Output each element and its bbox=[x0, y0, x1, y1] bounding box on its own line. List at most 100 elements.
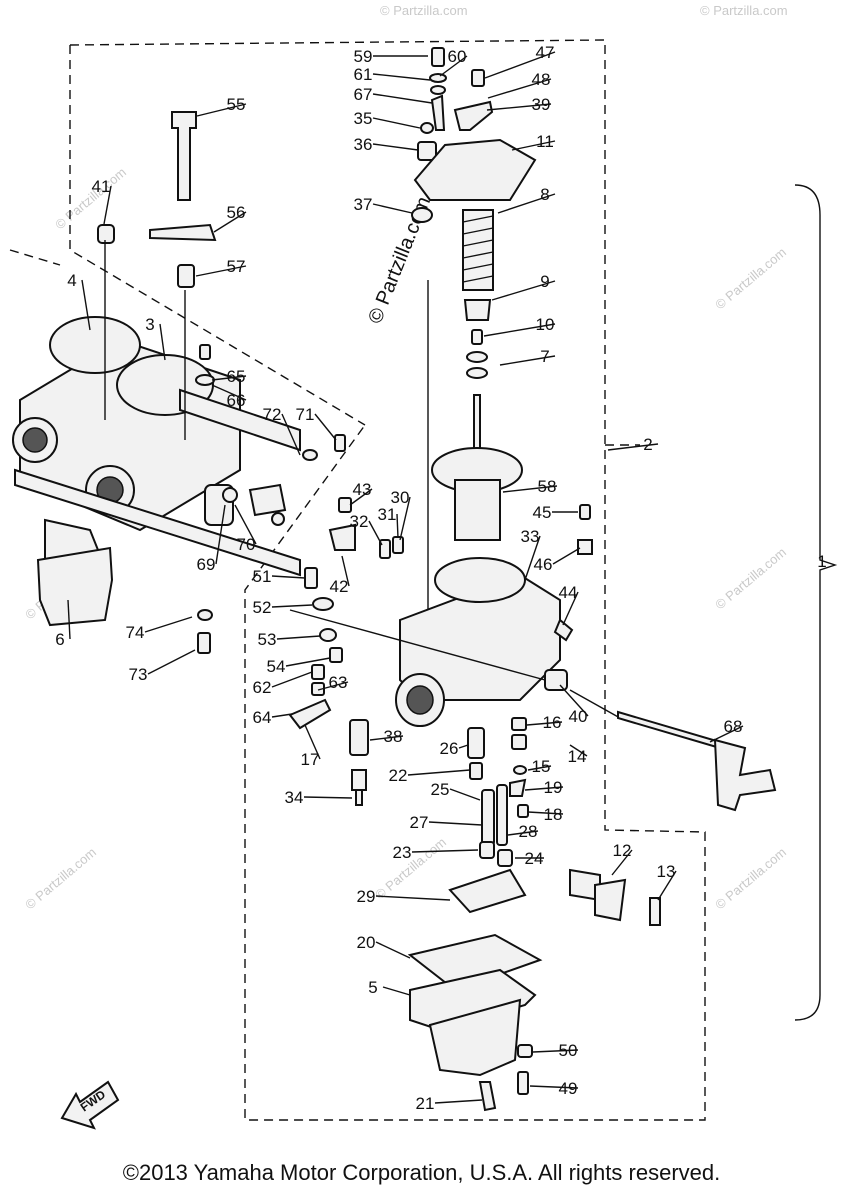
leader-line-31 bbox=[396, 513, 399, 539]
watermark: © Partzilla.com bbox=[712, 244, 789, 312]
leader-line-53 bbox=[276, 635, 321, 640]
callout-28: 28 bbox=[519, 822, 538, 841]
leader-line-17 bbox=[304, 724, 321, 760]
callout-60: 60 bbox=[448, 47, 467, 66]
leader-line-61 bbox=[372, 73, 431, 81]
callout-43: 43 bbox=[353, 480, 372, 499]
callout-2: 2 bbox=[643, 435, 652, 454]
callout-54: 54 bbox=[267, 657, 286, 676]
callout-62: 62 bbox=[253, 678, 272, 697]
callout-20: 20 bbox=[357, 933, 376, 952]
leader-line-57 bbox=[195, 265, 247, 277]
callout-39: 39 bbox=[532, 95, 551, 114]
callout-36: 36 bbox=[354, 135, 373, 154]
callout-26: 26 bbox=[440, 739, 459, 758]
callout-63: 63 bbox=[329, 673, 348, 692]
callout-16: 16 bbox=[543, 713, 562, 732]
callout-74: 74 bbox=[126, 623, 145, 642]
watermark: © Partzilla.com bbox=[712, 544, 789, 612]
float-bowl-parts bbox=[407, 933, 543, 1112]
leader-line-18 bbox=[527, 811, 564, 815]
callout-53: 53 bbox=[258, 630, 277, 649]
callout-1: 1 bbox=[817, 552, 826, 571]
left-column-parts bbox=[97, 111, 217, 440]
leader-line-22 bbox=[407, 769, 471, 776]
leader-line-33 bbox=[524, 535, 541, 581]
callout-67: 67 bbox=[354, 85, 373, 104]
watermark: © Partzilla.com bbox=[712, 844, 789, 912]
callout-73: 73 bbox=[129, 665, 148, 684]
leader-line-56 bbox=[213, 211, 247, 233]
callout-38: 38 bbox=[384, 727, 403, 746]
leader-line-68 bbox=[709, 725, 744, 743]
callout-64: 64 bbox=[253, 708, 272, 727]
callout-35: 35 bbox=[354, 109, 373, 128]
leader-line-20 bbox=[375, 941, 411, 959]
left-lower-parts bbox=[36, 344, 346, 654]
leader-line-54 bbox=[285, 657, 331, 667]
callout-45: 45 bbox=[533, 503, 552, 522]
callout-5: 5 bbox=[368, 978, 377, 997]
leader-line-43 bbox=[349, 488, 373, 506]
leader-line-40 bbox=[559, 684, 589, 717]
callout-37: 37 bbox=[354, 195, 373, 214]
leader-line-25 bbox=[449, 788, 481, 801]
leader-line-38 bbox=[369, 735, 404, 741]
group-outline bbox=[9, 39, 706, 1121]
leader-line-19 bbox=[524, 786, 564, 791]
callout-7: 7 bbox=[540, 347, 549, 366]
callout-4: 4 bbox=[67, 271, 76, 290]
callout-70: 70 bbox=[237, 535, 256, 554]
leader-line-73 bbox=[147, 649, 196, 675]
leader-line-15 bbox=[527, 765, 552, 771]
leader-line-55 bbox=[196, 103, 247, 117]
callout-46: 46 bbox=[534, 555, 553, 574]
jet-parts-left bbox=[288, 567, 546, 806]
callout-61: 61 bbox=[354, 65, 373, 84]
watermark: © Partzilla.com bbox=[52, 164, 129, 232]
callout-18: 18 bbox=[544, 805, 563, 824]
leader-line-71 bbox=[314, 413, 337, 441]
callout-65: 65 bbox=[227, 367, 246, 386]
leader-line-41 bbox=[103, 185, 112, 225]
callout-3: 3 bbox=[145, 315, 154, 334]
callout-29: 29 bbox=[357, 887, 376, 906]
link-shaft bbox=[617, 710, 777, 812]
leader-line-23 bbox=[411, 849, 479, 853]
callout-72: 72 bbox=[263, 405, 282, 424]
callout-32: 32 bbox=[350, 512, 369, 531]
fwd-arrow: FWD bbox=[60, 1080, 120, 1130]
leader-line-64 bbox=[271, 713, 293, 718]
watermark: © Partzilla.com bbox=[700, 3, 788, 18]
leader-line-58 bbox=[502, 485, 558, 493]
callout-69: 69 bbox=[197, 555, 216, 574]
carburetor-body bbox=[328, 497, 593, 727]
leader-line-28 bbox=[507, 830, 539, 836]
callout-27: 27 bbox=[410, 813, 429, 832]
leader-line-62 bbox=[271, 671, 313, 688]
callout-49: 49 bbox=[559, 1079, 578, 1098]
callout-21: 21 bbox=[416, 1094, 435, 1113]
leader-line-34 bbox=[303, 796, 353, 799]
callout-52: 52 bbox=[253, 598, 272, 617]
leader-line-11 bbox=[511, 140, 556, 151]
leader-line-29 bbox=[375, 895, 451, 901]
copyright-notice: ©2013 Yamaha Motor Corporation, U.S.A. A… bbox=[122, 1160, 721, 1185]
leader-line-46 bbox=[552, 547, 581, 565]
leader-line-70 bbox=[234, 504, 257, 545]
leader-line-13 bbox=[657, 870, 677, 901]
callout-19: 19 bbox=[544, 778, 563, 797]
callout-55: 55 bbox=[227, 95, 246, 114]
leader-line-50 bbox=[532, 1049, 579, 1053]
callout-68: 68 bbox=[724, 717, 743, 736]
leader-line-39 bbox=[486, 103, 552, 111]
jet-parts-lower bbox=[448, 689, 661, 926]
leader-line-4 bbox=[81, 279, 91, 331]
leader-line-27 bbox=[428, 821, 483, 826]
callout-6: 6 bbox=[55, 630, 64, 649]
leader-line-30 bbox=[399, 496, 411, 541]
leader-line-10 bbox=[483, 323, 556, 337]
leader-line-12 bbox=[611, 849, 633, 876]
callout-11: 11 bbox=[536, 132, 554, 151]
